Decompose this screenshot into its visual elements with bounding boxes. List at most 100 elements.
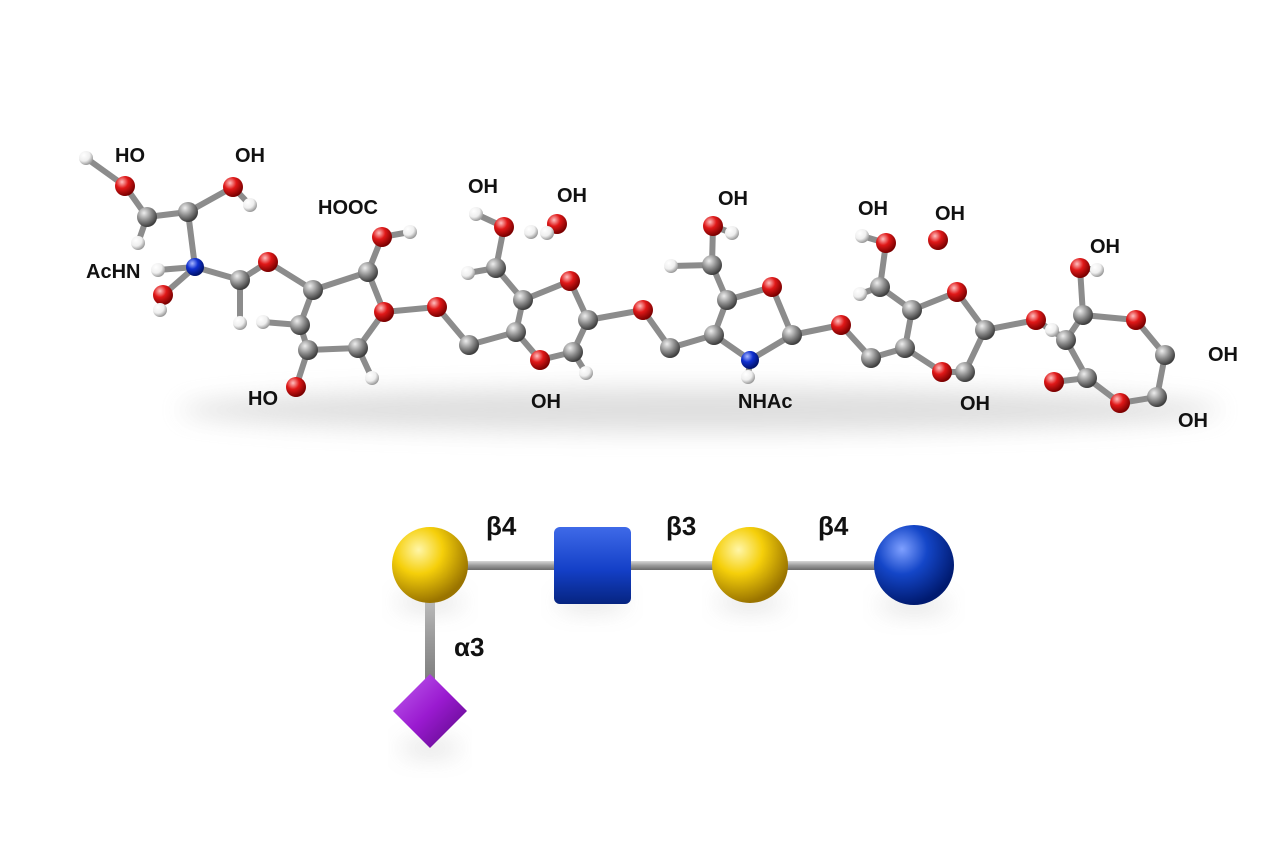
oxygen-atom — [633, 300, 653, 320]
oxygen-atom — [560, 271, 580, 291]
oxygen-atom — [374, 302, 394, 322]
oxygen-atom — [932, 362, 952, 382]
label-oh-ring4-bottom: OH — [960, 393, 990, 415]
carbon-atom — [660, 338, 680, 358]
label-oh-ring2-water: OH — [557, 185, 587, 207]
hydrogen-atom — [131, 236, 145, 250]
label-oh-ring4-water: OH — [935, 203, 965, 225]
linkage-bar-horizontal — [430, 561, 914, 570]
oxygen-atom — [115, 176, 135, 196]
oxygen-atom — [928, 230, 948, 250]
label-ho-bottom-left: HO — [248, 388, 278, 410]
hydrogen-atom — [1090, 263, 1104, 277]
label-oh-ring4-top: OH — [858, 198, 888, 220]
label-ho-top-left: HO — [115, 145, 145, 167]
oxygen-atom — [1110, 393, 1130, 413]
hydrogen-atom — [79, 151, 93, 165]
label-hooc: HOOC — [318, 197, 378, 219]
nitrogen-atom — [741, 351, 759, 369]
carbon-atom — [137, 207, 157, 227]
oxygen-atom — [947, 282, 967, 302]
ball-and-stick-molecule — [79, 151, 1175, 413]
oxygen-atom — [831, 315, 851, 335]
oxygen-atom — [286, 377, 306, 397]
glycan-shadows — [396, 596, 950, 754]
carbon-atom — [704, 325, 724, 345]
carbon-atom — [486, 258, 506, 278]
hydrogen-atom — [469, 207, 483, 221]
label-oh-top-left: OH — [235, 145, 265, 167]
carbon-atom — [1147, 387, 1167, 407]
carbon-atom — [348, 338, 368, 358]
carbon-atom — [782, 325, 802, 345]
hydrogen-atom — [725, 226, 739, 240]
oxygen-atom — [223, 177, 243, 197]
linkage-label-alpha3: α3 — [454, 632, 484, 662]
carbon-atom — [506, 322, 526, 342]
carbon-atom — [1056, 330, 1076, 350]
oxygen-atom — [372, 227, 392, 247]
hydrogen-atom — [1045, 323, 1059, 337]
carbon-atom — [895, 338, 915, 358]
linkage-label-beta4-left: β4 — [486, 511, 517, 541]
hydrogen-atom — [243, 198, 257, 212]
label-oh-ring2-bottom: OH — [531, 391, 561, 413]
carbon-atom — [702, 255, 722, 275]
carbon-atom — [178, 202, 198, 222]
hydrogen-atom — [365, 371, 379, 385]
molecule-shadow — [180, 388, 1220, 432]
label-achn: AcHN — [86, 261, 140, 283]
glycan-symbol-diagram: β4 β3 β4 α3 — [392, 511, 954, 754]
carbon-atom — [358, 262, 378, 282]
label-oh-ring2-top: OH — [468, 176, 498, 198]
carbon-atom — [1073, 305, 1093, 325]
hydrogen-atom — [855, 229, 869, 243]
carbon-atom — [955, 362, 975, 382]
carbon-atom — [902, 300, 922, 320]
carbon-atom — [563, 342, 583, 362]
hydrogen-atom — [153, 303, 167, 317]
atom-spheres — [79, 151, 1175, 413]
hydrogen-atom — [524, 225, 538, 239]
carbon-atom — [1155, 345, 1175, 365]
carbon-atom — [861, 348, 881, 368]
oxygen-atom — [530, 350, 550, 370]
nitrogen-atom — [186, 258, 204, 276]
hydrogen-atom — [540, 226, 554, 240]
carbon-atom — [870, 277, 890, 297]
carbon-atom — [513, 290, 533, 310]
glcnac-square — [554, 527, 631, 604]
oxygen-atom — [762, 277, 782, 297]
carbon-atom — [459, 335, 479, 355]
carbon-atom — [290, 315, 310, 335]
carbon-atom — [298, 340, 318, 360]
galactose-circle-middle — [712, 527, 788, 603]
oxygen-atom — [427, 297, 447, 317]
label-nhac: NHAc — [738, 391, 792, 413]
glucose-circle-right — [874, 525, 954, 605]
hydrogen-atom — [461, 266, 475, 280]
oxygen-atom — [1070, 258, 1090, 278]
carbon-atom — [578, 310, 598, 330]
oxygen-atom — [153, 285, 173, 305]
oxygen-atom — [258, 252, 278, 272]
carbon-atom — [230, 270, 250, 290]
oxygen-atom — [1126, 310, 1146, 330]
molecule-labels: HO OH HOOC AcHN HO OH OH OH OH NHAc OH O… — [86, 145, 1238, 432]
carbon-atom — [1077, 368, 1097, 388]
label-oh-ring5-top: OH — [1090, 236, 1120, 258]
oxygen-atom — [1044, 372, 1064, 392]
label-oh-right-lower: OH — [1178, 410, 1208, 432]
hydrogen-atom — [853, 287, 867, 301]
sialic-acid-diamond — [393, 674, 467, 748]
oxygen-atom — [1026, 310, 1046, 330]
hydrogen-atom — [151, 263, 165, 277]
hydrogen-atom — [664, 259, 678, 273]
carbon-atom — [717, 290, 737, 310]
oxygen-atom — [876, 233, 896, 253]
linkage-label-beta4-right: β4 — [818, 511, 849, 541]
label-oh-right-upper: OH — [1208, 344, 1238, 366]
carbon-atom — [975, 320, 995, 340]
galactose-circle-left — [392, 527, 468, 603]
